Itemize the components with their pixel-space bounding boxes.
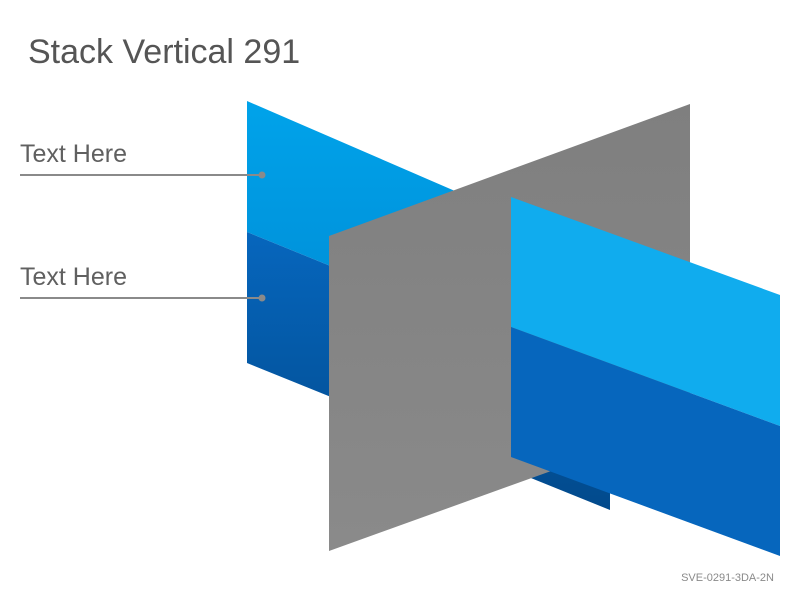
- front-panel-top-segment: [511, 197, 780, 426]
- front-panel-bottom-segment: [511, 327, 780, 556]
- footer-code: SVE-0291-3DA-2N: [681, 572, 774, 584]
- callout-label-1: Text Here: [20, 140, 127, 168]
- slide-title: Stack Vertical 291: [28, 33, 301, 71]
- callout-dot-2: [258, 294, 266, 302]
- callout-dot-1: [258, 171, 266, 179]
- callout-label-2: Text Here: [20, 263, 127, 291]
